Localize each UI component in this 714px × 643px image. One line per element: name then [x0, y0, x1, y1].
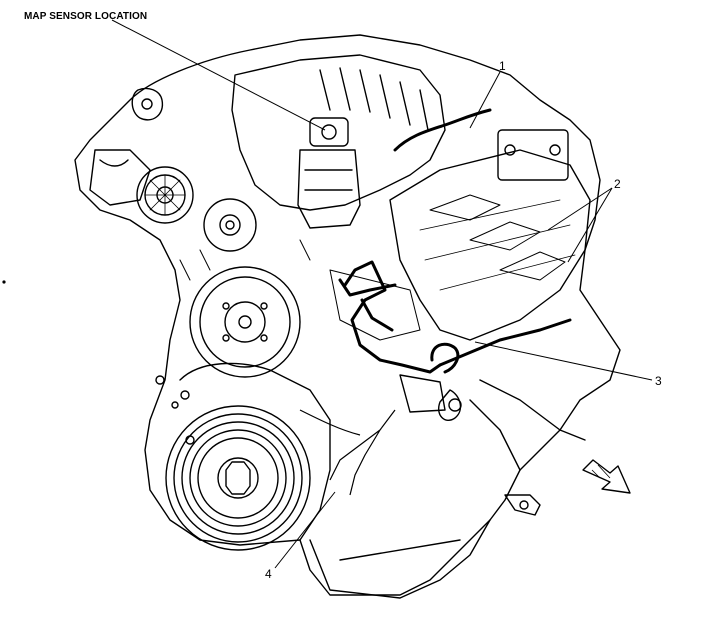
leader-2a	[547, 187, 613, 231]
map-sensor-port	[321, 124, 337, 140]
leader-1	[469, 71, 501, 129]
callout-1: 1	[499, 59, 506, 73]
water-pump-pulley	[189, 266, 301, 378]
intake-plenum	[231, 54, 446, 211]
lift-hook	[131, 87, 164, 121]
crank-balancer	[165, 405, 311, 551]
oil-pan	[309, 519, 491, 599]
map-sensor-location-title: MAP SENSOR LOCATION	[24, 11, 148, 22]
direction-arrow	[582, 459, 631, 494]
cylinder-head-right	[389, 149, 591, 341]
idler-pulley	[203, 198, 257, 252]
engine-outline	[74, 34, 621, 596]
harness-upper	[393, 108, 492, 152]
callout-4: 4	[265, 567, 272, 581]
map-sensor	[309, 117, 349, 147]
tensioner-pulley	[136, 166, 194, 224]
throttle-body	[297, 149, 361, 229]
intake-ribs	[319, 67, 429, 131]
harness-lower	[329, 409, 396, 496]
leader-map	[111, 19, 326, 131]
harness-main	[343, 260, 442, 374]
stray-mark	[2, 280, 6, 284]
callout-2: 2	[614, 177, 621, 191]
leader-2b	[567, 187, 613, 263]
harness-loop	[430, 342, 460, 374]
leader-4	[274, 491, 336, 569]
leader-3	[474, 341, 653, 381]
callout-3: 3	[655, 374, 662, 388]
timing-cover	[179, 362, 331, 541]
